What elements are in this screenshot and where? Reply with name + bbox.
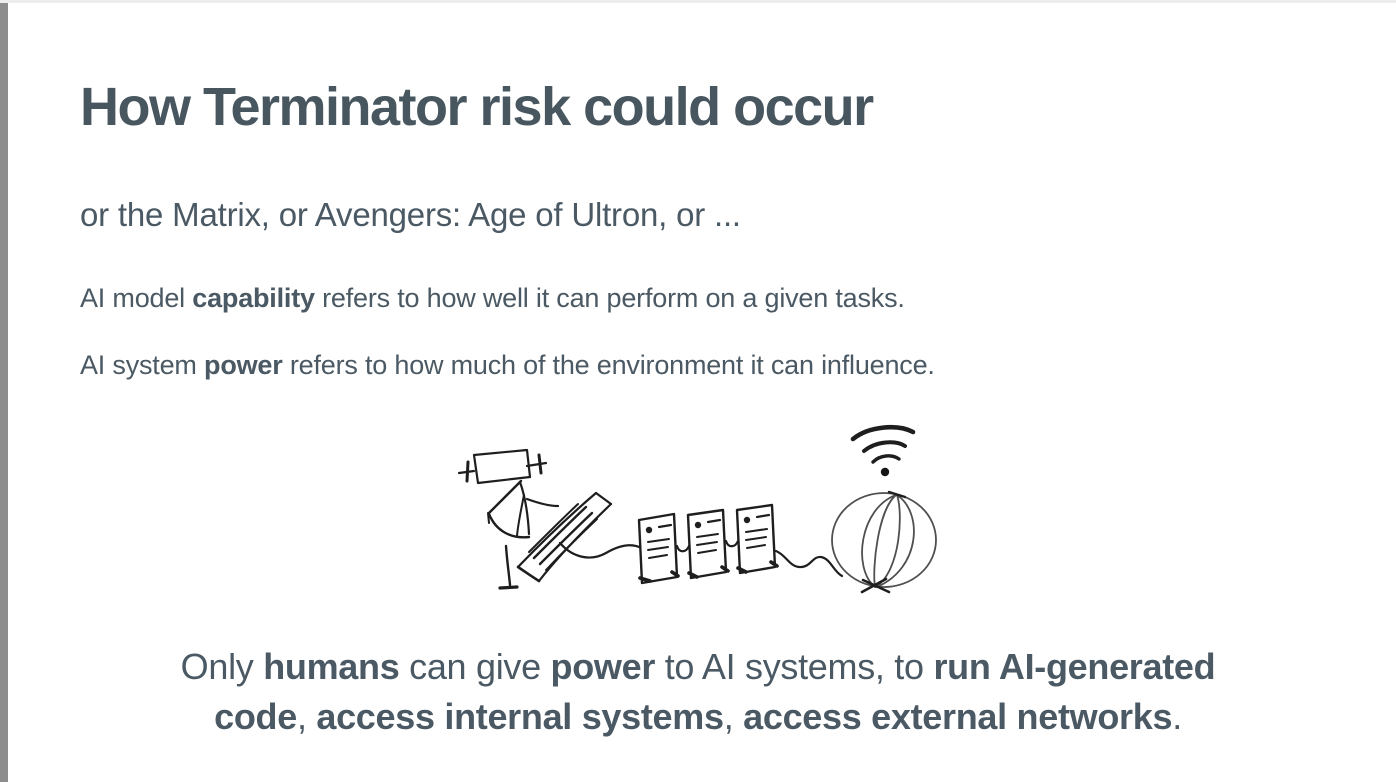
hand-drawn-illustration — [457, 425, 937, 594]
conclusion-text: Only humans can give power to AI systems… — [180, 646, 1216, 737]
globe-sketch — [831, 490, 937, 594]
slide-title: How Terminator risk could occur — [80, 77, 874, 137]
easel-desk-sketch — [487, 479, 560, 590]
definition-capability: AI model capability refers to how well i… — [80, 283, 905, 313]
ramp-panel-sketch — [516, 491, 613, 583]
wifi-signal-icon — [850, 425, 916, 477]
cable-sketch-right — [774, 549, 844, 578]
window-top-edge — [0, 0, 1396, 3]
server-cards-sketch — [637, 503, 779, 585]
cable-sketch-left — [558, 541, 641, 559]
definition-power: AI system power refers to how much of th… — [80, 350, 935, 380]
paper-scroll-sketch — [457, 448, 548, 485]
slide-subtitle: or the Matrix, or Avengers: Age of Ultro… — [80, 196, 741, 233]
page-edge-bar — [0, 3, 8, 782]
